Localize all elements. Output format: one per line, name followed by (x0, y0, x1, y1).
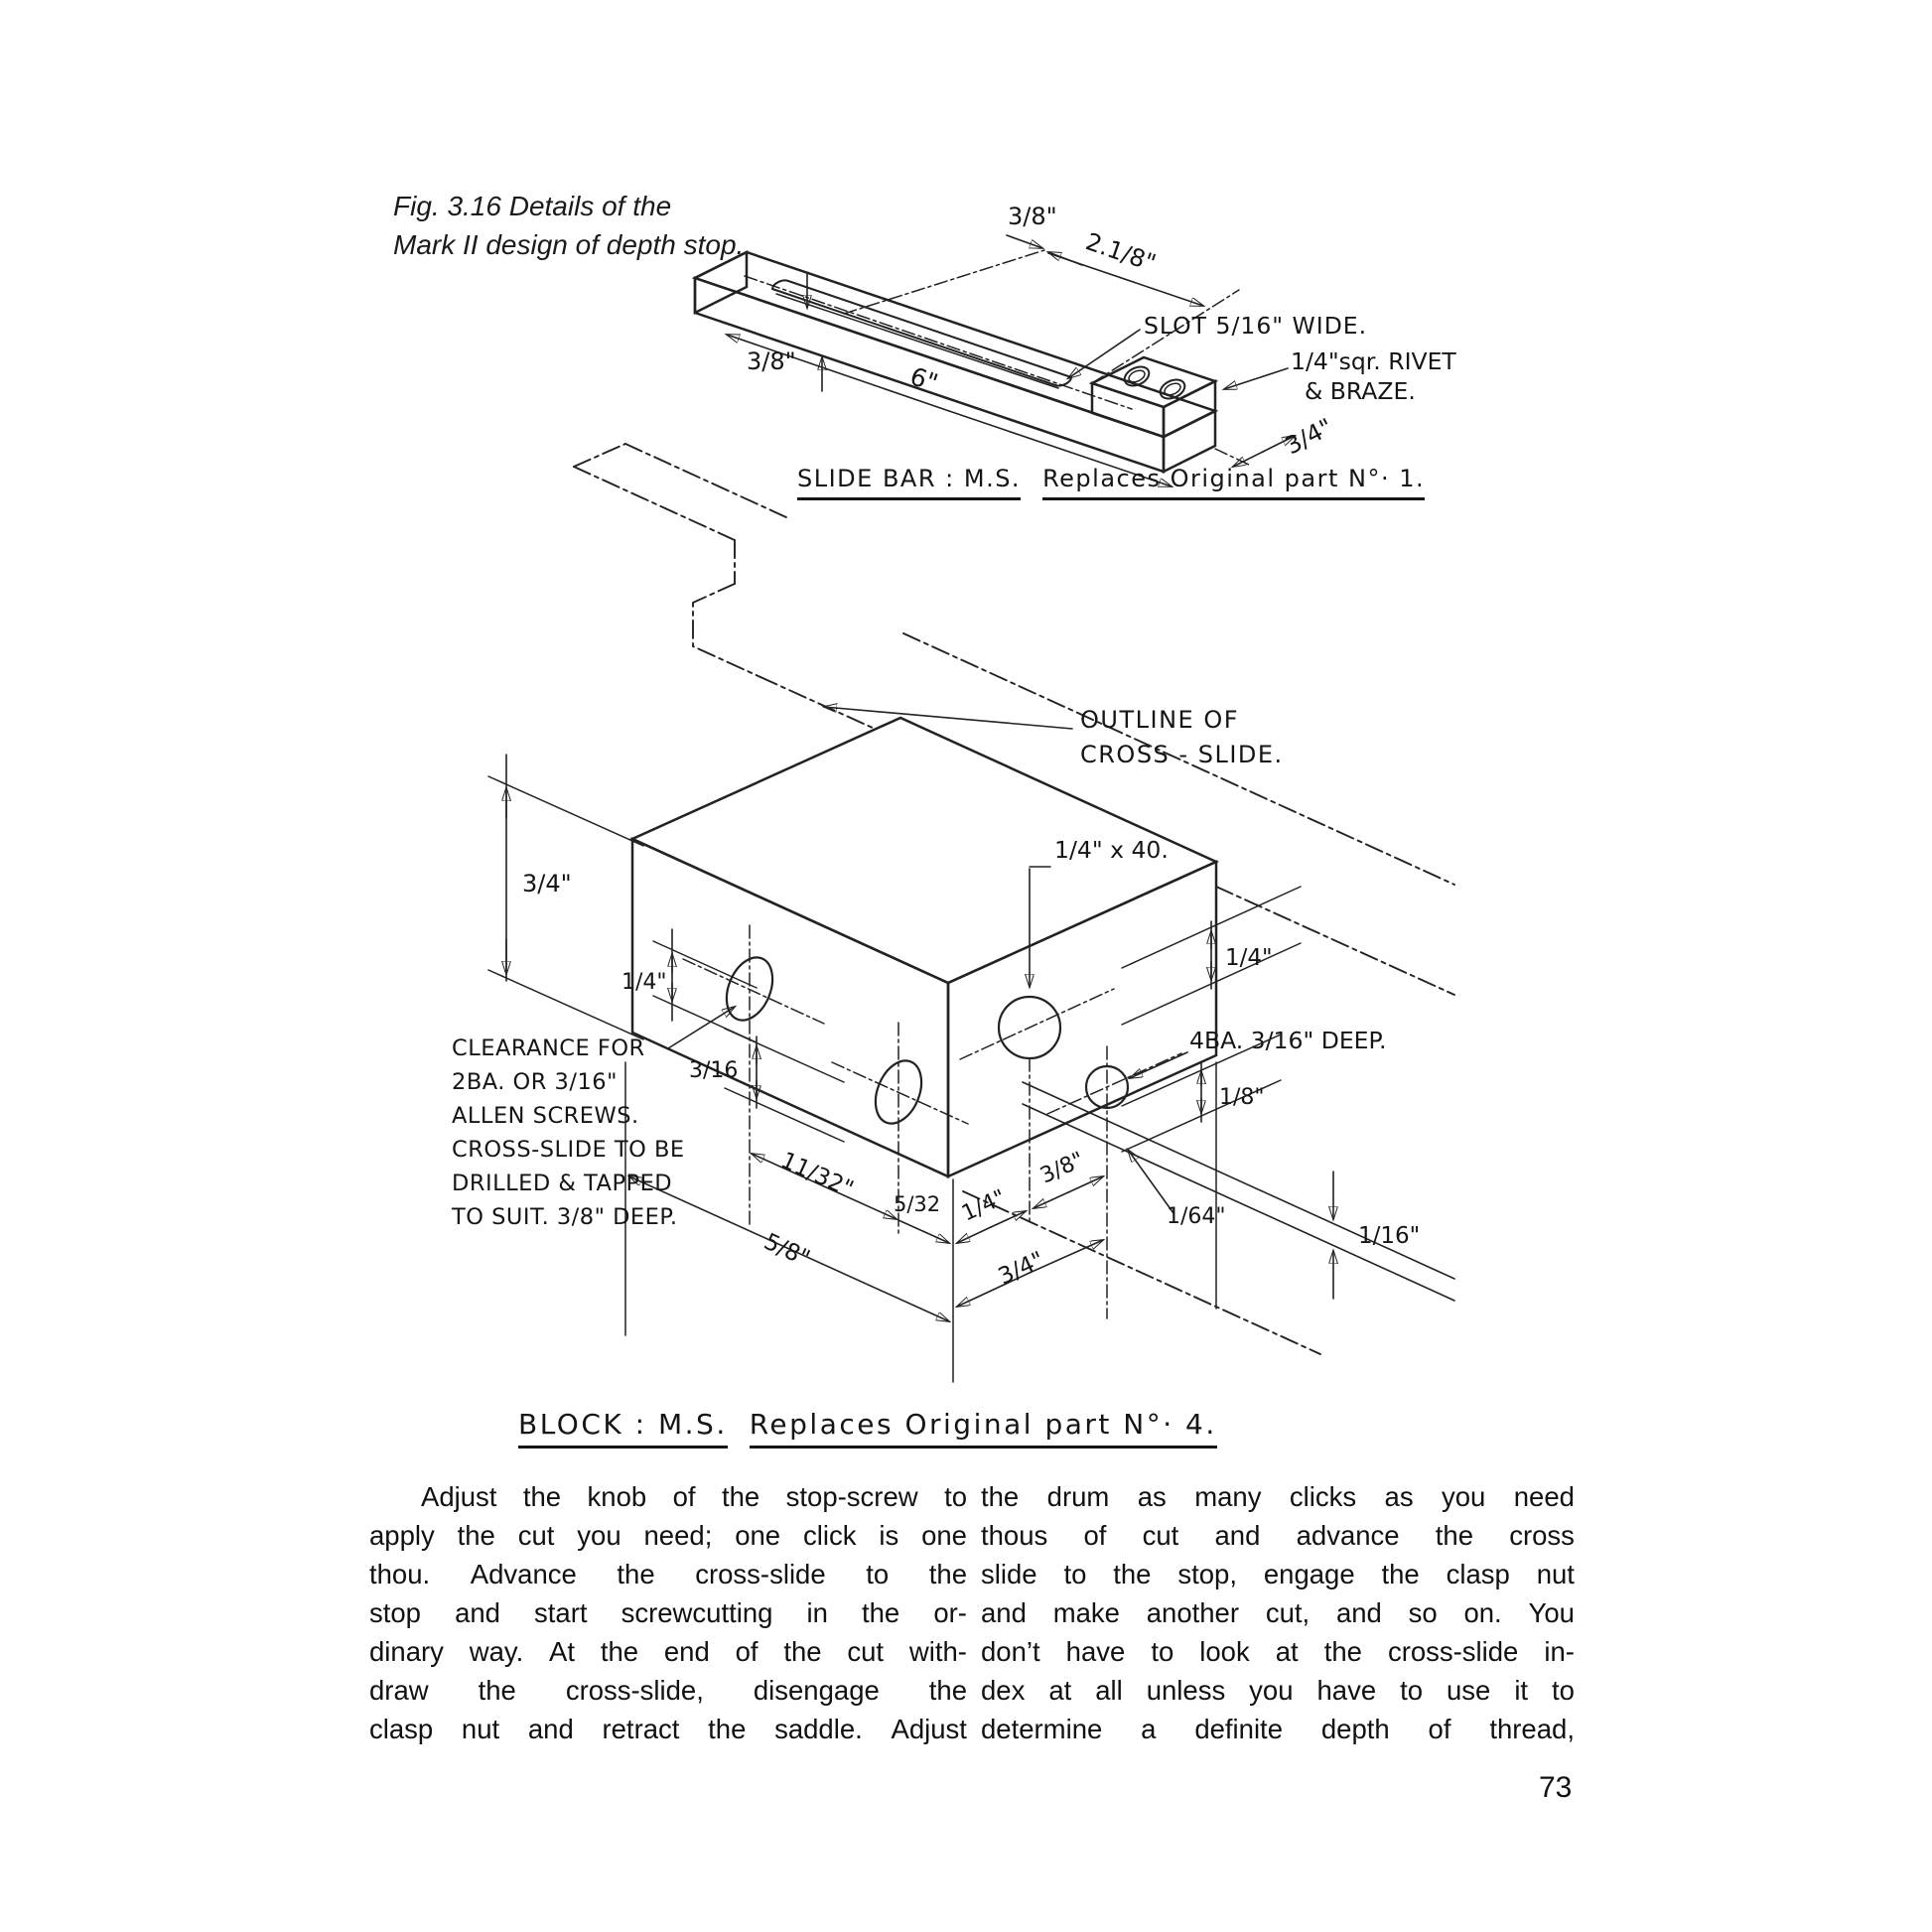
block-body (628, 716, 1220, 1178)
figure-caption: Fig. 3.16 Details of the Mark II design … (393, 187, 744, 264)
dim-label-1-8-right: 1/8" (1219, 1085, 1265, 1110)
slot-inner-edge (775, 293, 1059, 389)
dim-label-6in: 6" (906, 361, 941, 397)
block-extension-lines (624, 1061, 1217, 1383)
figure-caption-line2: Mark II design of depth stop. (393, 229, 745, 260)
dim-label-2-1-8: 2.1/8" (1082, 227, 1160, 277)
dim-arrow (1233, 451, 1264, 467)
slide-bar-title-part: SLIDE BAR : M.S. (797, 465, 1022, 500)
dim-label-3-16: 3/16 (689, 1058, 738, 1083)
slide-bar-body (691, 249, 1219, 475)
slot-leader (1068, 329, 1141, 378)
figure-caption-line1: Fig. 3.16 Details of the (393, 191, 672, 221)
dim-label-3-8-bottom: 3/8" (1036, 1148, 1088, 1189)
block-drawing: OUTLINE OF CROSS - SLIDE. (451, 443, 1455, 1383)
extension-line (1091, 289, 1240, 384)
block-title-desc: Replaces Original part N°· 4. (749, 1408, 1217, 1449)
slide-bar-title-desc: Replaces Original part N°· 1. (1042, 465, 1426, 500)
dim-label-1-4-bottom: 1/4" (958, 1185, 1010, 1227)
dim-line-2-1-8 (1047, 252, 1203, 306)
rivet-hole-2-inner (1164, 382, 1181, 396)
clearance-note-line6: TO SUIT. 3/8" DEEP. (451, 1204, 678, 1230)
block-centrelines (682, 924, 1182, 1319)
outline-label-line1: OUTLINE OF (1080, 706, 1239, 734)
block-right-face (946, 860, 1218, 1178)
block-title: BLOCK : M.S. Replaces Original part N°· … (518, 1408, 1217, 1449)
dim-arrow (1006, 234, 1042, 248)
rivet-note-line2: & BRAZE. (1305, 377, 1416, 405)
dim-label-1-64: 1/64" (1167, 1204, 1226, 1229)
thread-note: 1/4" x 40. (1054, 836, 1169, 864)
extension-line (843, 249, 1045, 315)
cross-slide-outline: OUTLINE OF CROSS - SLIDE. (573, 443, 1455, 1355)
dim-label-3-8-top: 3/8" (1008, 203, 1057, 230)
dim-line-6in-right (948, 410, 1172, 486)
block-title-part: BLOCK : M.S. (518, 1408, 728, 1449)
page-number: 73 (1539, 1771, 1573, 1804)
rivet-block-right-face (1162, 378, 1217, 440)
dim-label-1-4-left: 1/4" (621, 970, 667, 995)
outline-leader (824, 707, 1073, 730)
rivet-hole-1 (1123, 365, 1151, 387)
dim-label-3-8-left: 3/8" (747, 347, 796, 375)
clearance-note-line4: CROSS-SLIDE TO BE (452, 1137, 685, 1163)
dim-line-6in-left (727, 335, 950, 412)
outline-label-line2: CROSS - SLIDE. (1080, 741, 1284, 768)
slide-bar-drawing: 3/8" 2.1/8" SLOT 5/16" WIDE. 1/4"sqr. RI… (691, 203, 1456, 516)
bar-left-end-face (693, 249, 749, 316)
dim-label-3-4-bottom: 3/4" (995, 1247, 1048, 1290)
rivet-hole-2 (1159, 378, 1186, 400)
slot-centreline (744, 275, 1133, 410)
rivet-note-line1: 1/4"sqr. RIVET (1291, 347, 1456, 375)
rivet-hole-1-inner (1128, 369, 1146, 383)
clearance-note-line1: CLEARANCE FOR (452, 1035, 645, 1061)
dim-label-11-32: 11/32" (777, 1148, 858, 1203)
rivet-leader (1224, 367, 1289, 389)
slot-note: SLOT 5/16" WIDE. (1144, 312, 1367, 340)
dim-arrow (1262, 436, 1295, 453)
bar-top-face (691, 250, 1219, 439)
clearance-note-line3: ALLEN SCREWS. (452, 1103, 639, 1129)
clearance-note-line5: DRILLED & TAPPED (452, 1171, 672, 1196)
rivet-block-top-face (1088, 355, 1219, 409)
slide-bar-title: SLIDE BAR : M.S. Replaces Original part … (797, 465, 1426, 500)
dim-label-1-4-right: 1/4" (1225, 945, 1273, 971)
dim-label-5-32: 5/32 (894, 1192, 940, 1216)
clearance-note-line2: 2BA. OR 3/16" (452, 1069, 618, 1095)
ba-note: 4BA. 3/16" DEEP. (1189, 1027, 1387, 1054)
dim-label-3-4-height: 3/4" (522, 870, 572, 897)
dim-label-5-8: 5/8" (760, 1229, 814, 1272)
dim-label-1-16: 1/16" (1358, 1223, 1420, 1249)
